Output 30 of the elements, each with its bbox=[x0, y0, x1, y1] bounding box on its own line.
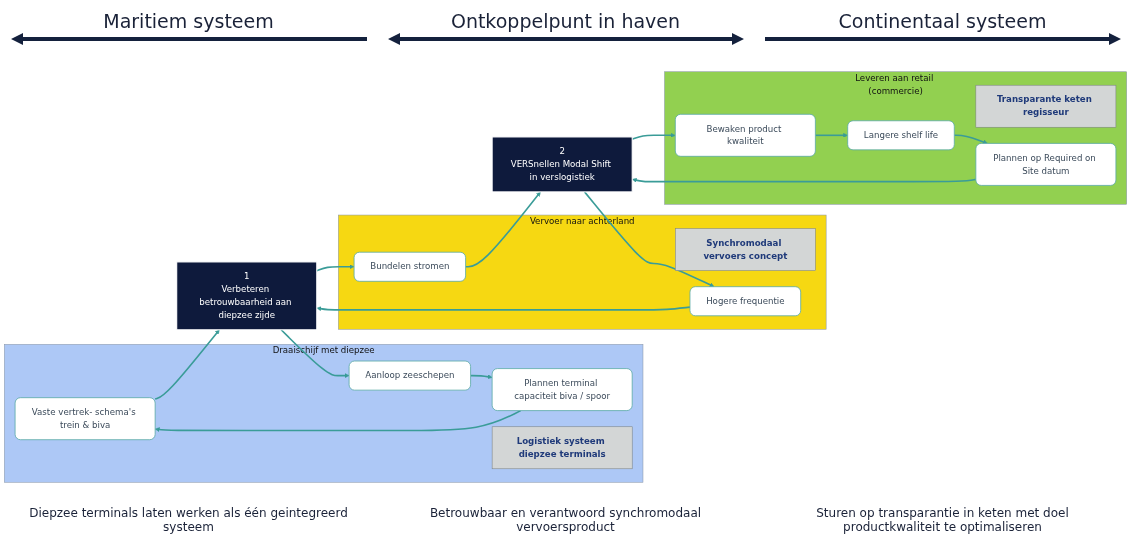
caption-text: Diepzee terminals laten werken als één geintegreerd systeem bbox=[28, 506, 349, 534]
arrow bbox=[953, 134, 988, 145]
node-box: Aanloop zeeschepen bbox=[348, 360, 471, 391]
caption-text: Betrouwbaar en verantwoord synchromodaal vervoersproduct bbox=[428, 506, 703, 534]
arrow bbox=[464, 191, 541, 268]
node-box: 1 Verbeteren betrouwbaarheid aan diepzee zijde bbox=[176, 261, 318, 331]
arrow bbox=[154, 329, 220, 400]
arrow bbox=[631, 132, 676, 140]
node-box: Synchromodaal vervoers concept bbox=[675, 228, 816, 271]
node-box: Langere shelf life bbox=[847, 120, 955, 151]
node-box: Vaste vertrek- schema's trein & biva bbox=[14, 397, 156, 441]
caption-text: Sturen op transparantie in keten met doel productkwaliteit te optimaliseren bbox=[815, 506, 1070, 534]
section-heading: Continentaal systeem bbox=[838, 10, 1047, 32]
arrow bbox=[814, 132, 848, 138]
arrow bbox=[154, 409, 522, 432]
section-heading: Ontkoppelpunt in haven bbox=[450, 10, 681, 32]
node-box: Logistiek systeem diepzee terminals bbox=[491, 426, 633, 470]
arrow bbox=[280, 329, 350, 378]
node-box: Transparante keten regisseur bbox=[975, 84, 1117, 128]
node-box: Plannen op Required on Site datum bbox=[975, 143, 1117, 186]
arrow bbox=[583, 191, 715, 288]
section-heading: Maritiem systeem bbox=[103, 10, 274, 32]
node-box: Bundelen stromen bbox=[353, 251, 466, 282]
arrow bbox=[632, 177, 977, 183]
node-box: 2 VERSnellen Modal Shift in verslogistiek bbox=[491, 136, 633, 193]
node-box: Bewaken product kwaliteit bbox=[674, 113, 816, 157]
arrow bbox=[469, 374, 493, 380]
node-box: Hogere frequentie bbox=[689, 286, 802, 317]
arrow bbox=[316, 306, 691, 312]
node-box: Plannen terminal capaciteit biva / spoor bbox=[491, 368, 633, 411]
